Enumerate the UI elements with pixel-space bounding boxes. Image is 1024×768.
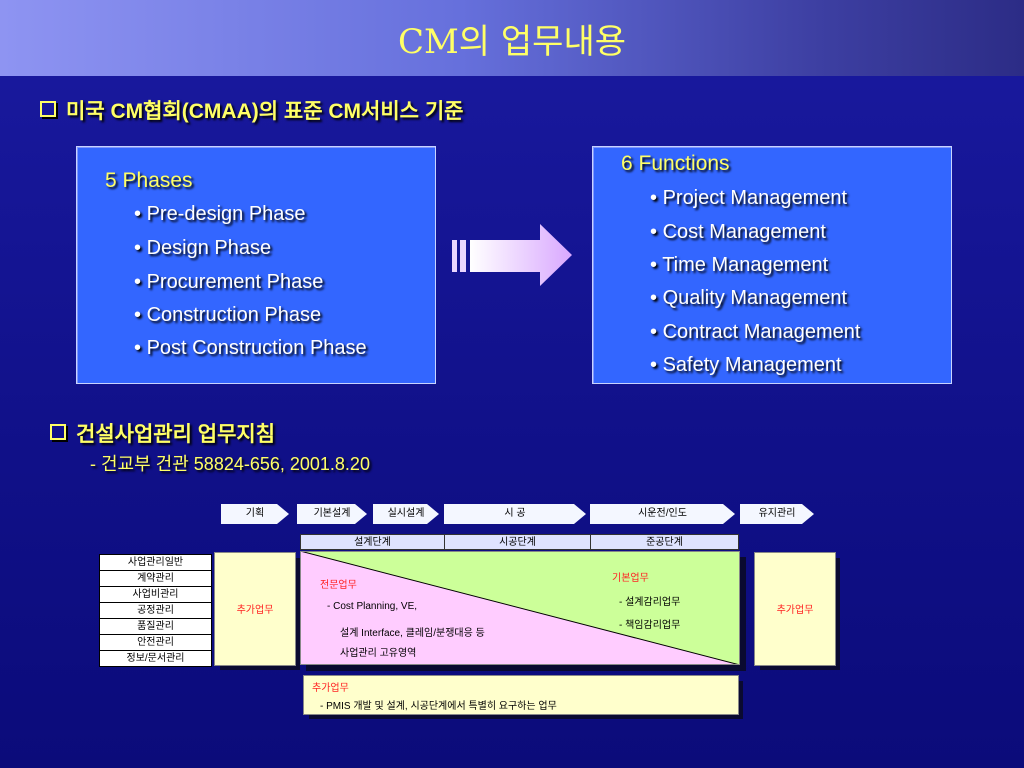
section2-heading-text: 건설사업관리 업무지침: [76, 423, 276, 446]
function-item: Cost Management: [650, 221, 826, 244]
basic-work-title: 기본업무: [612, 573, 649, 584]
functions-title: 6 Functions: [621, 152, 730, 175]
task-item: 정보/문서관리: [126, 653, 185, 664]
function-item: Project Management: [650, 187, 848, 210]
checkbox-bullet-icon: [40, 101, 56, 117]
work-split-diagram: [300, 551, 740, 665]
right-extra-label: 추가업무: [776, 605, 814, 616]
functions-panel: 6 Functions Project Management Cost Mana…: [592, 146, 952, 384]
function-item: Time Management: [650, 254, 828, 277]
task-item: 품질관리: [100, 619, 211, 635]
task-item: 사업관리일반: [100, 555, 211, 571]
pro-work-line: 사업관리 고유영역: [340, 648, 417, 659]
bottom-extra-box: 추가업무 - PMIS 개발 및 설계, 시공단계에서 특별히 요구하는 업무: [303, 675, 739, 715]
pro-work-line: 설계 Interface, 클레임/분쟁대응 등: [340, 628, 485, 639]
stage-arrow: 유지관리: [740, 504, 814, 524]
phases-title: 5 Phases: [105, 169, 193, 192]
phase-item: Design Phase: [134, 237, 272, 260]
section1-heading: 미국 CM협회(CMAA)의 표준 CM서비스 기준: [40, 95, 463, 125]
left-extra-box: 추가업무: [214, 552, 296, 666]
stage-arrow: 시운전/인도: [590, 504, 735, 524]
right-arrow-icon: [452, 224, 572, 286]
period-header: 설계단계: [300, 534, 445, 550]
right-extra-box: 추가업무: [754, 552, 836, 666]
function-item: Safety Management: [650, 354, 842, 377]
stage-arrow: 기본설계: [297, 504, 367, 524]
pro-work-title: 전문업무: [320, 580, 357, 591]
phase-item: Construction Phase: [134, 304, 322, 327]
basic-work-line: - 책임감리업무: [619, 620, 681, 631]
checkbox-bullet-icon: [50, 424, 66, 440]
function-item: Quality Management: [650, 287, 848, 310]
section2-subheading: - 건교부 건관 58824-656, 2001.8.20: [90, 454, 370, 474]
pro-work-line: - Cost Planning, VE,: [327, 601, 418, 612]
section2-heading: 건설사업관리 업무지침: [50, 418, 275, 448]
bottom-extra-text: - PMIS 개발 및 설계, 시공단계에서 특별히 요구하는 업무: [320, 701, 557, 712]
task-item: 공정관리: [100, 603, 211, 619]
phases-panel: 5 Phases Pre-design Phase Design Phase P…: [76, 146, 436, 384]
phase-item: Post Construction Phase: [134, 337, 367, 360]
task-item: 안전관리: [100, 635, 211, 651]
phase-item: Pre-design Phase: [134, 203, 306, 226]
stage-arrow: 시 공: [444, 504, 586, 524]
stage-arrow: 실시설계: [373, 504, 439, 524]
title-bar: CM의 업무내용: [0, 0, 1024, 76]
bottom-extra-title: 추가업무: [312, 683, 349, 694]
phase-item: Procurement Phase: [134, 271, 324, 294]
task-item: 사업비관리: [100, 587, 211, 603]
period-header: 시공단계: [444, 534, 591, 550]
function-item: Contract Management: [650, 321, 861, 344]
section1-heading-text: 미국 CM협회(CMAA)의 표준 CM서비스 기준: [66, 100, 464, 123]
left-extra-label: 추가업무: [236, 605, 274, 616]
basic-work-line: - 설계감리업무: [619, 597, 681, 608]
task-item: 계약관리: [100, 571, 211, 587]
stage-arrow: 기획: [221, 504, 289, 524]
slide-title: CM의 업무내용: [397, 22, 627, 62]
task-list: 사업관리일반 계약관리 사업비관리 공정관리 품질관리 안전관리 정보/문서관리: [99, 554, 212, 667]
period-header: 준공단계: [590, 534, 739, 550]
